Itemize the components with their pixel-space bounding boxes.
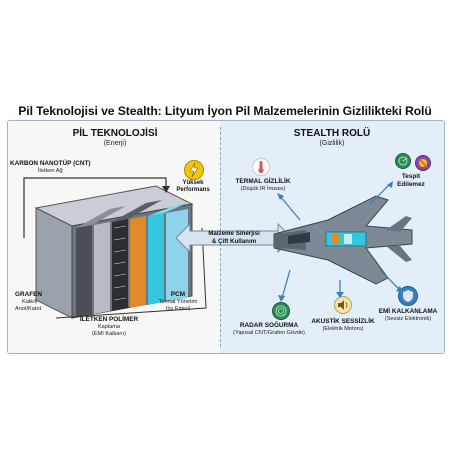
- graphene-sublabel-2: Anot/Katot: [15, 306, 42, 312]
- performance-label-2: Performans: [176, 187, 210, 193]
- emi-shielding-sublabel: (Sessiz Elektronik): [384, 316, 432, 322]
- synergy-label-1: Malzeme Sinerjisi: [208, 230, 260, 237]
- thermometer-icon: [252, 158, 270, 176]
- radar-screen-icon: [395, 153, 411, 169]
- cnt-sublabel: İletken Ağ: [38, 168, 63, 174]
- speaker-icon: [334, 296, 352, 314]
- pcm-label: PCM: [170, 291, 186, 298]
- graphene-sublabel-1: Katkılı: [22, 299, 38, 305]
- no-detection-icon: [415, 155, 431, 171]
- lightning-icon: [184, 160, 204, 180]
- pcm-sublabel-2: (Isı Emici): [165, 306, 191, 312]
- performance-label: Yüksek: [182, 180, 204, 186]
- battery-subheading: (Enerji): [103, 140, 127, 147]
- radar-absorb-icon: [272, 302, 290, 320]
- polymer-sublabel-1: Kaplama: [97, 324, 121, 330]
- thermal-stealth-label: TERMAL GİZLİLİK: [235, 178, 291, 185]
- polymer-label: İLETKEN POLİMER: [79, 316, 139, 323]
- radar-absorption-sublabel: (Yapısal CNT/Grafen Gövde): [233, 330, 305, 336]
- stealth-connector-arrows: [277, 181, 403, 302]
- radar-absorption-label: RADAR SOĞURMA: [239, 322, 299, 329]
- thermal-stealth-sublabel: (Düşük IR İmzası): [240, 186, 286, 192]
- synergy-double-arrow: [176, 222, 292, 254]
- shield-icon: [398, 286, 418, 306]
- battery-heading: PİL TEKNOLOJİSİ: [72, 128, 158, 139]
- graphene-label: GRAFEN: [15, 291, 42, 298]
- page-title: Pil Teknolojisi ve Stealth: Lityum İyon …: [18, 104, 432, 118]
- synergy-label-2: & Çift Kullanım: [211, 238, 257, 245]
- stealth-subheading: (Gizlilik): [319, 140, 345, 147]
- cnt-label: KARBON NANOTÜP (CNT): [10, 160, 91, 167]
- undetectable-label-2: Edilemez: [397, 181, 425, 188]
- stealth-heading: STEALTH ROLÜ: [293, 128, 371, 139]
- undetectable-label: Tespit: [401, 173, 421, 180]
- acoustic-silence-label: AKUSTİK SESSİZLİK: [311, 318, 375, 325]
- stealth-jet-illustration: [273, 195, 413, 285]
- battery-cell-illustration: [23, 177, 207, 319]
- pcm-sublabel-1: Termal Yönetim: [158, 299, 198, 305]
- polymer-sublabel-2: (EMI Kalkanı): [92, 331, 126, 337]
- emi-shielding-label: EMİ KALKANLAMA: [378, 308, 438, 315]
- acoustic-silence-sublabel: (Elektrik Motoru): [322, 326, 364, 332]
